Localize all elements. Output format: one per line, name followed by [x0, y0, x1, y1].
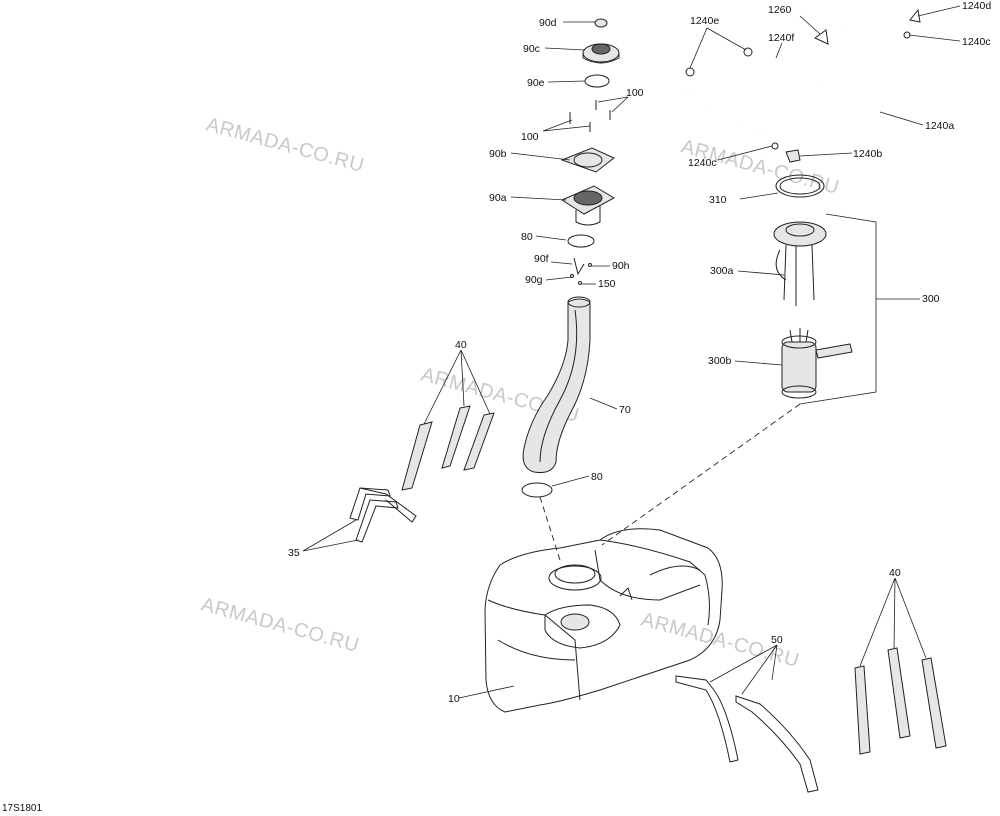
part-90d-cap-plug: [594, 18, 608, 28]
part-50-brackets: [675, 675, 819, 793]
label-310: 310: [709, 194, 727, 206]
part-90a-filler-flange: [560, 185, 616, 226]
leader-lines: [302, 5, 961, 699]
label-90d: 90d: [539, 17, 557, 29]
label-1240c-top: 1240c: [962, 36, 991, 48]
label-40-right: 40: [889, 567, 901, 579]
part-300a-pump-flange: [773, 221, 827, 306]
part-10-fuel-tank: [484, 528, 723, 713]
label-90f: 90f: [534, 253, 549, 265]
part-90f-90h-90g-150-hardware: [570, 257, 592, 285]
label-300b: 300b: [708, 355, 732, 367]
label-150: 150: [598, 278, 616, 290]
label-300a: 300a: [710, 265, 734, 277]
label-35: 35: [288, 547, 300, 559]
label-80-lower: 80: [591, 471, 603, 483]
part-1240-hoses: [685, 8, 921, 163]
part-80-clamp-lower: [521, 482, 553, 498]
label-90a: 90a: [489, 192, 507, 204]
watermark: ARMADA-CO.RU: [204, 114, 367, 177]
guide-line-pump: [601, 403, 801, 546]
label-90b: 90b: [489, 148, 507, 160]
label-90c: 90c: [523, 43, 540, 55]
label-1240b: 1240b: [853, 148, 882, 160]
label-1240c-mid: 1240c: [688, 157, 717, 169]
label-1240d: 1240d: [962, 0, 991, 12]
part-90b-flange-gasket: [560, 147, 615, 173]
label-100-lower: 100: [521, 131, 539, 143]
callout-labels: 90d 90c 90e 100 100 90b 90a 80 90f 90h 9…: [288, 0, 991, 705]
diagram-code: 17S1801: [2, 803, 42, 814]
group-bracket-300: [799, 213, 877, 405]
part-100-screws: [569, 100, 611, 132]
label-90h: 90h: [612, 260, 630, 272]
part-35-brackets: [349, 487, 417, 543]
watermark: ARMADA-CO.RU: [199, 594, 362, 657]
label-1240a: 1240a: [925, 120, 954, 132]
part-80-clamp-upper: [567, 234, 595, 248]
part-40-straps-left: [401, 405, 495, 491]
part-90e-gasket: [584, 74, 610, 88]
label-1240e: 1240e: [690, 15, 719, 27]
label-40-left: 40: [455, 339, 467, 351]
part-90c-filler-cap: [582, 43, 620, 64]
part-70-filler-hose: [522, 296, 591, 473]
part-300b-pump-module: [781, 328, 853, 399]
guide-line-hose: [539, 496, 561, 561]
label-50: 50: [771, 634, 783, 646]
label-80-upper: 80: [521, 231, 533, 243]
label-90e: 90e: [527, 77, 545, 89]
label-1260: 1260: [768, 4, 792, 16]
part-310-lock-ring: [775, 174, 825, 198]
label-10: 10: [448, 693, 460, 705]
label-1240f: 1240f: [768, 32, 794, 44]
label-90g: 90g: [525, 274, 543, 286]
label-70: 70: [619, 404, 631, 416]
part-40-straps-right: [854, 647, 947, 755]
label-300: 300: [922, 293, 940, 305]
label-100-upper: 100: [626, 87, 644, 99]
